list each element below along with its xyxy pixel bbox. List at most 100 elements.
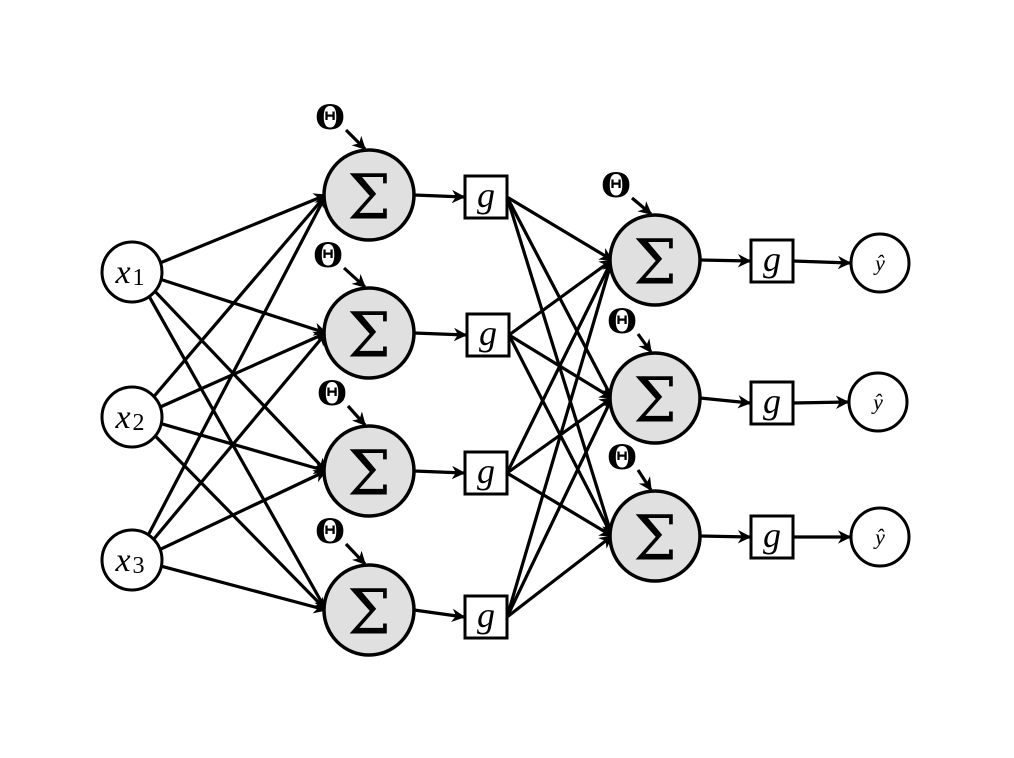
output-activation-1: g: [749, 238, 795, 284]
activation-box: [465, 312, 511, 358]
activation-label: g: [477, 595, 495, 635]
input-node-circle: [100, 528, 164, 592]
edge-activation-to-output-2: [792, 395, 850, 409]
edge-hidden-4-to-output-2: [505, 396, 614, 618]
output-sum-node-2: ΣΘ: [607, 302, 702, 445]
edge-hidden-4-to-output-3: [506, 534, 614, 619]
bias-theta-label: Θ: [607, 302, 637, 342]
edge-hidden-1-to-output-1: [506, 195, 614, 262]
edge-bias-hidden-1: [344, 128, 367, 151]
activation-box: [463, 174, 509, 220]
sum-circle: [322, 563, 416, 657]
edge-bias-output-1: [630, 196, 653, 216]
output-node-circle: [847, 371, 909, 433]
output-node-1: ŷ: [849, 232, 911, 294]
input-label: x1: [114, 254, 144, 292]
activation-label: g: [763, 381, 781, 421]
output-activation-3: g: [749, 514, 795, 560]
sigma-icon: Σ: [633, 502, 677, 575]
activation-box: [463, 450, 509, 496]
output-node-2: ŷ: [847, 371, 909, 433]
edge-bias-output-3: [636, 469, 653, 492]
input-node-3: x3: [100, 528, 164, 592]
bias-theta-label: Θ: [607, 438, 637, 478]
sigma-icon: Σ: [347, 437, 391, 510]
sigma-icon: Σ: [347, 299, 391, 372]
edge-input-2-to-hidden-2: [159, 331, 328, 409]
edge-hidden-sum-to-activation-2: [413, 327, 468, 342]
activation-box: [749, 238, 795, 284]
hidden-activation-4: g: [463, 594, 509, 640]
bias-theta-label: Θ: [315, 512, 345, 552]
sum-circle: [322, 424, 416, 518]
edge-hidden-3-to-output-1: [505, 258, 614, 474]
output-activation-2: g: [749, 380, 795, 426]
edge-input-3-to-hidden-4: [160, 564, 328, 614]
sigma-icon: Σ: [347, 161, 391, 234]
sum-circle: [608, 213, 702, 307]
edge-input-2-to-hidden-3: [160, 422, 328, 475]
output-label: ŷ: [873, 251, 885, 276]
sum-circle: [322, 148, 416, 242]
edge-output-sum-to-activation-2: [699, 395, 752, 409]
edge-bias-hidden-4: [344, 542, 367, 566]
edge-input-3-to-hidden-1: [146, 193, 328, 536]
edge-input-1-to-hidden-1: [159, 193, 328, 265]
hidden-activation-2: g: [465, 312, 511, 358]
bias-theta-label: Θ: [601, 166, 631, 206]
edge-input-3-to-hidden-3: [159, 469, 328, 551]
edge-hidden-sum-to-activation-1: [413, 189, 466, 204]
activation-label: g: [479, 313, 497, 353]
input-label: x3: [114, 542, 144, 580]
output-node-3: ŷ: [849, 506, 911, 568]
sigma-icon: Σ: [633, 226, 677, 299]
activation-label: g: [763, 239, 781, 279]
sum-circle: [322, 286, 416, 380]
output-node-circle: [849, 232, 911, 294]
input-node-circle: [100, 240, 164, 304]
hidden-sum-node-3: ΣΘ: [317, 374, 416, 518]
sigma-icon: Σ: [633, 364, 677, 437]
edge-input-1-to-hidden-3: [153, 290, 328, 473]
hidden-sum-node-4: ΣΘ: [315, 512, 416, 657]
hidden-activation-1: g: [463, 174, 509, 220]
edge-hidden-sum-to-activation-4: [413, 608, 466, 622]
input-node-circle: [100, 385, 164, 449]
output-label: ŷ: [873, 525, 885, 550]
edges-layer: [146, 128, 852, 622]
edge-bias-hidden-2: [342, 266, 367, 289]
edge-output-sum-to-activation-3: [699, 530, 752, 544]
input-label: x2: [114, 399, 144, 437]
bias-theta-label: Θ: [317, 374, 347, 414]
hidden-activation-3: g: [463, 450, 509, 496]
edge-input-1-to-hidden-4: [147, 295, 328, 612]
output-node-circle: [849, 506, 911, 568]
activation-label: g: [477, 175, 495, 215]
output-sum-node-1: ΣΘ: [601, 166, 702, 307]
edge-bias-hidden-3: [346, 404, 367, 427]
input-node-2: x2: [100, 385, 164, 449]
edge-input-1-to-hidden-2: [160, 277, 328, 336]
hidden-sum-node-1: ΣΘ: [315, 98, 416, 242]
edge-hidden-2-to-output-1: [508, 258, 614, 337]
edge-input-3-to-hidden-2: [152, 331, 328, 541]
bias-theta-label: Θ: [315, 98, 345, 138]
output-label: ŷ: [871, 390, 883, 415]
sum-circle: [608, 489, 702, 583]
edge-input-2-to-hidden-1: [152, 193, 328, 398]
edge-output-sum-to-activation-1: [699, 254, 752, 268]
activation-box: [749, 514, 795, 560]
activation-label: g: [477, 451, 495, 491]
edge-bias-output-2: [636, 333, 653, 354]
output-sum-node-3: ΣΘ: [607, 438, 702, 583]
sum-circle: [608, 351, 702, 445]
edge-hidden-4-to-output-1: [505, 258, 616, 618]
input-node-1: x1: [100, 240, 164, 304]
edge-activation-to-output-1: [792, 255, 852, 270]
activation-box: [749, 380, 795, 426]
bias-theta-label: Θ: [313, 236, 343, 276]
sigma-icon: Σ: [347, 576, 391, 649]
activation-label: g: [763, 515, 781, 555]
